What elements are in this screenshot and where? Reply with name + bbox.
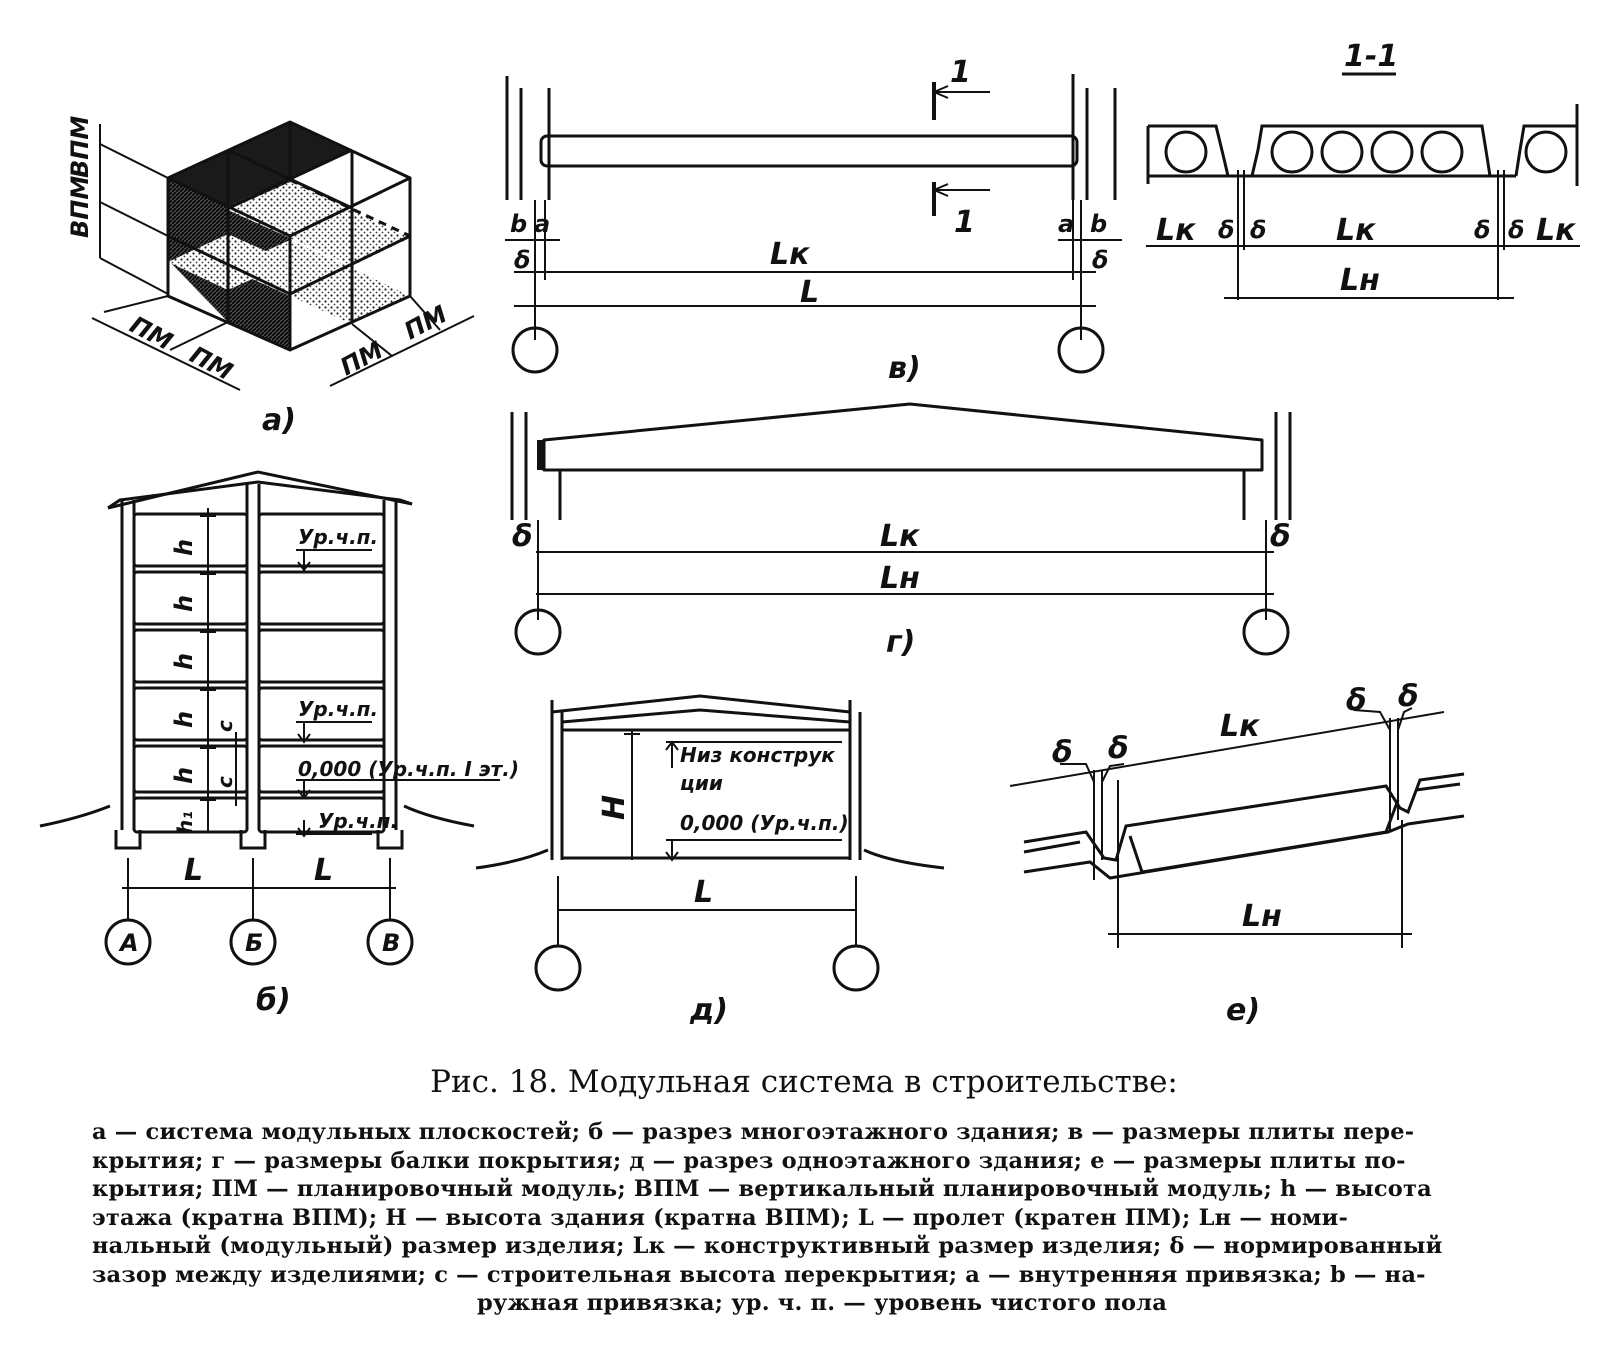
label-pm-3: ПМ	[336, 336, 388, 381]
panel-b-multistorey-section	[39, 470, 500, 966]
caption-line: ружная привязка; ур. ч. п. — уровень чис…	[476, 1290, 1168, 1316]
label-section-1-top: 1	[950, 55, 971, 90]
axis-circle-a	[104, 918, 152, 966]
label-bottom-structure-1: Низ конструк	[680, 743, 835, 767]
label-ln-g: Lн	[880, 561, 920, 596]
label-level-mid: Ур.ч.п.	[298, 697, 378, 721]
label-pm-2: ПМ	[185, 341, 237, 386]
label-ln-sec: Lн	[1340, 263, 1380, 298]
label-span-d: L	[694, 875, 713, 910]
caption-line: нальный (модульный) размер изделия; Lк —…	[92, 1233, 1443, 1259]
label-delta-e-4: δ	[1398, 679, 1419, 714]
panel-v-floor-slab	[505, 74, 1122, 374]
label-lk-g: Lк	[880, 519, 920, 554]
figure-caption-title: Рис. 18. Модульная система в строительст…	[430, 1064, 1178, 1100]
label-lk-sec-right: Lк	[1536, 213, 1576, 248]
axis-circle-v	[366, 918, 414, 966]
label-h-5: h	[170, 767, 198, 784]
label-vpm-lower: ВПМ	[66, 176, 94, 238]
label-h-3: h	[170, 653, 198, 670]
label-delta-e-1: δ	[1052, 735, 1073, 770]
label-delta-sec-4: δ	[1508, 216, 1525, 244]
label-ln-e: Lн	[1242, 899, 1282, 934]
axis-circle-d-left	[534, 944, 582, 992]
panel-a-module-cube	[91, 120, 475, 391]
label-delta-sec-1: δ	[1218, 216, 1235, 244]
caption-line: зазор между изделиями; с — строительная …	[92, 1261, 1426, 1288]
label-level-base: Ур.ч.п.	[318, 809, 398, 833]
label-span-2: L	[314, 853, 333, 888]
label-delta-e-3: δ	[1346, 683, 1367, 718]
roof-beam	[542, 402, 1264, 472]
panel-d-letter: д)	[689, 993, 728, 1028]
panel-g-roof-beam	[510, 402, 1292, 656]
caption-line: а — система модульных плоскостей; б — ра…	[92, 1119, 1415, 1145]
panel-b-letter: б)	[256, 983, 291, 1018]
label-h-2: h	[170, 595, 198, 612]
label-delta-sec-3: δ	[1474, 216, 1491, 244]
label-lk-e: Lк	[1220, 709, 1260, 744]
label-c-1: c	[213, 720, 237, 732]
label-a-left: a	[534, 210, 550, 238]
axis-circle-g-left	[514, 608, 562, 656]
axis-circle-v-right	[1057, 326, 1105, 374]
axis-circle-g-right	[1242, 608, 1290, 656]
label-level-top: Ур.ч.п.	[298, 525, 378, 549]
section-1-1-hollow-core	[1146, 72, 1580, 300]
label-h-first: h₁	[173, 811, 197, 834]
label-lk-sec-mid: Lк	[1336, 213, 1376, 248]
panel-v-letter: в)	[888, 351, 921, 386]
label-delta-g-left: δ	[512, 519, 533, 554]
label-zero-level-d: 0,000 (Ур.ч.п.)	[680, 811, 849, 835]
floor-slab	[539, 134, 1079, 168]
panel-e-letter: е)	[1226, 993, 1260, 1028]
label-h-building: H	[597, 795, 632, 820]
label-section-title: 1-1	[1344, 39, 1398, 74]
label-l-v: L	[800, 275, 819, 310]
label-section-1-bottom: 1	[954, 205, 975, 240]
axis-circle-d-right	[832, 944, 880, 992]
label-axis-a: А	[118, 929, 139, 957]
label-span-1: L	[184, 853, 203, 888]
axis-circle-b	[229, 918, 277, 966]
label-delta-v-left: δ	[514, 246, 531, 274]
panel-e-roof-slab	[1009, 707, 1465, 948]
label-axis-v: В	[382, 929, 400, 957]
label-delta-e-2: δ	[1108, 731, 1129, 766]
panel-d-single-storey	[475, 694, 945, 992]
label-pm-1: ПМ	[125, 311, 177, 356]
label-a-right: a	[1058, 210, 1074, 238]
label-axis-b: Б	[245, 929, 263, 957]
label-vpm-upper: ВПМ	[66, 116, 94, 178]
caption-line: крытия; г — размеры балки покрытия; д — …	[92, 1147, 1406, 1174]
label-lk-sec-left: Lк	[1156, 213, 1196, 248]
caption-line: этажа (кратна ВПМ); H — высота здания (к…	[92, 1204, 1349, 1231]
label-bottom-structure-2: ции	[680, 771, 723, 795]
axis-circle-v-left	[511, 326, 559, 374]
label-delta-sec-2: δ	[1250, 216, 1267, 244]
label-b-right: b	[1090, 210, 1107, 238]
label-delta-g-right: δ	[1270, 519, 1291, 554]
label-c-2: c	[213, 776, 237, 788]
panel-g-letter: г)	[886, 625, 915, 660]
label-b-left: b	[510, 210, 527, 238]
figure-caption-body: а — система модульных плоскостей; б — ра…	[92, 1118, 1552, 1318]
label-delta-v-right: δ	[1092, 246, 1109, 274]
label-level-zero: 0,000 (Ур.ч.п. I эт.)	[298, 757, 519, 781]
panel-a-letter: а)	[262, 403, 296, 438]
label-h-4: h	[170, 711, 198, 728]
label-lk-v: Lк	[770, 237, 810, 272]
caption-line: крытия; ПМ — планировочный модуль; ВПМ —…	[92, 1176, 1432, 1202]
label-h-1: h	[170, 539, 198, 556]
